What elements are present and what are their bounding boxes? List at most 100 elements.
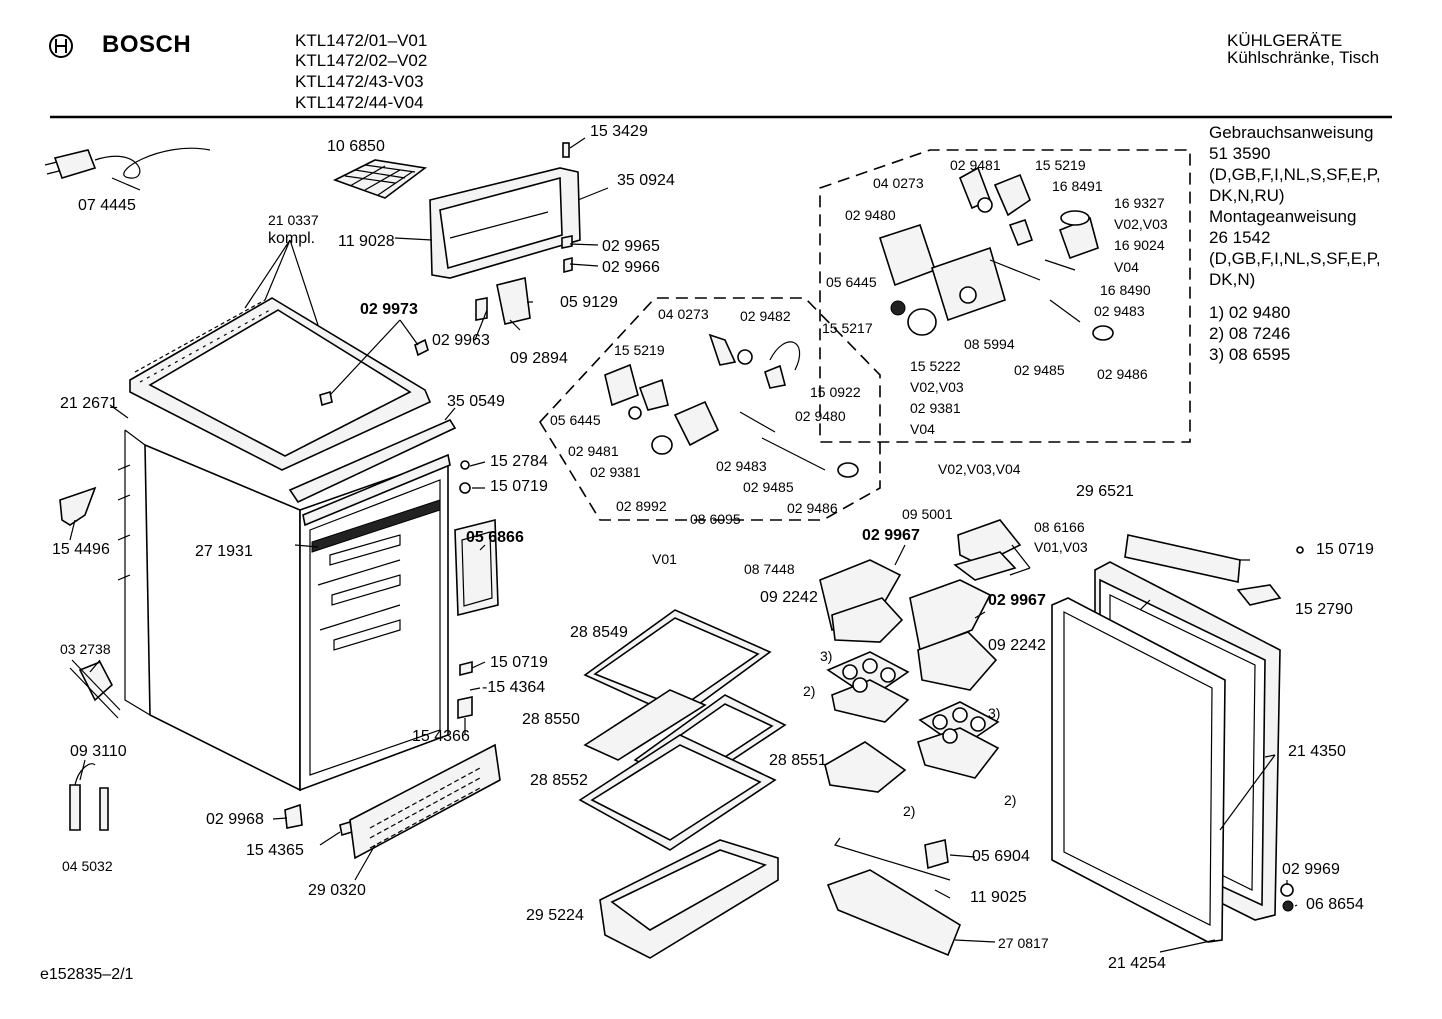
part-label: V01,V03 bbox=[1034, 539, 1088, 555]
v02-v04-group-border bbox=[819, 149, 1191, 443]
note-line: DK,N,RU) bbox=[1209, 186, 1285, 205]
part-label: 02 9483 bbox=[716, 458, 767, 474]
part-label: 21 2671 bbox=[60, 395, 118, 412]
part-label: 29 6521 bbox=[1076, 483, 1134, 500]
small-parts bbox=[59, 338, 499, 837]
part-label: V02,V03 bbox=[910, 379, 964, 395]
part-label: 15 0922 bbox=[810, 384, 861, 400]
note-line: (D,GB,F,I,NL,S,SF,E,P, bbox=[1209, 249, 1381, 268]
part-label: 05 6904 bbox=[972, 848, 1030, 865]
part-label: 02 9482 bbox=[740, 308, 791, 324]
part-label: 28 8551 bbox=[769, 752, 827, 769]
group-label-v01: V01 bbox=[652, 551, 677, 567]
part-label: 02 9485 bbox=[1014, 362, 1065, 378]
part-label: 28 8549 bbox=[570, 624, 628, 641]
part-label: 04 0273 bbox=[658, 306, 709, 322]
part-label: 11 9025 bbox=[970, 889, 1027, 906]
v01-group-border bbox=[539, 297, 881, 521]
part-label: 15 3429 bbox=[590, 123, 648, 140]
part-label: 15 2790 bbox=[1295, 601, 1353, 618]
part-label: 08 5994 bbox=[964, 336, 1015, 352]
part-label: 16 8490 bbox=[1100, 282, 1151, 298]
part-label: 07 4445 bbox=[78, 197, 136, 214]
note-line: Montageanweisung bbox=[1209, 207, 1357, 226]
control-assembly-v01 bbox=[604, 333, 859, 478]
part-label: 16 9327 bbox=[1114, 195, 1165, 211]
part-label: 02 9480 bbox=[845, 207, 896, 223]
part-label: 15 4496 bbox=[52, 541, 110, 558]
part-label: 02 9381 bbox=[910, 400, 961, 416]
part-label: 04 0273 bbox=[873, 175, 924, 191]
part-label: 05 9129 bbox=[560, 294, 618, 311]
part-label: 08 6095 bbox=[690, 511, 741, 527]
part-label: 08 7448 bbox=[744, 561, 795, 577]
drawing-code: e152835–2/1 bbox=[40, 966, 134, 983]
footnote-2: 2) 08 7246 bbox=[1209, 324, 1291, 343]
freezer-door-part bbox=[429, 142, 581, 325]
model-line-1: KTL1472/01–V01 bbox=[295, 31, 428, 50]
part-label: 02 9967 bbox=[862, 527, 920, 544]
part-label: 02 9381 bbox=[590, 464, 641, 480]
model-line-2: KTL1472/02–V02 bbox=[295, 51, 428, 70]
part-label: 15 5219 bbox=[614, 342, 665, 358]
part-label: 27 1931 bbox=[195, 543, 253, 560]
part-label: 15 2784 bbox=[490, 453, 548, 470]
part-label: 09 2242 bbox=[760, 589, 818, 606]
cabinet-body-part bbox=[117, 429, 449, 792]
refrigerator-door-part bbox=[1051, 534, 1304, 943]
footnote-marker: 3) bbox=[988, 705, 1001, 721]
door-bins-part bbox=[819, 519, 1022, 957]
part-label: 16 9024 bbox=[1114, 237, 1165, 253]
footnote-1: 1) 02 9480 bbox=[1209, 303, 1291, 322]
part-label: 09 3110 bbox=[70, 743, 127, 760]
part-label: V04 bbox=[910, 421, 935, 437]
part-label: 03 2738 bbox=[60, 641, 111, 657]
note-line: (D,GB,F,I,NL,S,SF,E,P, bbox=[1209, 165, 1381, 184]
part-label: 05 6445 bbox=[826, 274, 877, 290]
part-label: 02 9973 bbox=[360, 301, 418, 318]
documentation-notes: Gebrauchsanweisung 51 3590 (D,GB,F,I,NL,… bbox=[1209, 122, 1381, 365]
part-label: 10 6850 bbox=[327, 138, 385, 155]
part-label: 09 5001 bbox=[902, 506, 953, 522]
part-label: 02 9481 bbox=[950, 157, 1001, 173]
part-label: -15 4364 bbox=[482, 679, 546, 696]
part-label: 28 8550 bbox=[522, 711, 580, 728]
part-label: V04 bbox=[1114, 259, 1139, 275]
part-label: 02 9963 bbox=[432, 332, 490, 349]
part-label: 09 2242 bbox=[988, 637, 1046, 654]
part-label: 02 9485 bbox=[743, 479, 794, 495]
part-label: 08 6166 bbox=[1034, 519, 1085, 535]
part-label: 27 0817 bbox=[998, 935, 1049, 951]
part-label: 15 0719 bbox=[490, 478, 548, 495]
bosch-logo-icon bbox=[48, 33, 74, 64]
control-assembly-v02 bbox=[878, 166, 1114, 341]
group-label-v02-v04: V02,V03,V04 bbox=[938, 461, 1021, 477]
part-label: 04 5032 bbox=[62, 858, 113, 874]
model-line-4: KTL1472/44-V04 bbox=[295, 93, 424, 112]
brand-name: BOSCH bbox=[102, 31, 192, 58]
part-label: 15 4365 bbox=[246, 842, 304, 859]
note-line: 26 1542 bbox=[1209, 228, 1271, 247]
part-label: 11 9028 bbox=[338, 233, 395, 250]
part-label: 02 8992 bbox=[616, 498, 667, 514]
leader-lines bbox=[69, 137, 1298, 953]
note-line: Gebrauchsanweisung bbox=[1209, 123, 1374, 142]
part-label: 29 5224 bbox=[526, 907, 584, 924]
part-label: 15 0719 bbox=[1316, 541, 1374, 558]
footnote-marker: 3) bbox=[820, 648, 833, 664]
category-title: KÜHLGERÄTE bbox=[1227, 31, 1343, 50]
part-label: 02 9486 bbox=[787, 500, 838, 516]
part-label: 02 9969 bbox=[1282, 861, 1340, 878]
power-cord-part bbox=[44, 147, 211, 179]
note-line: 51 3590 bbox=[1209, 144, 1271, 163]
footnote-3: 3) 08 6595 bbox=[1209, 345, 1291, 364]
footnote-marker: 2) bbox=[903, 803, 916, 819]
part-label: 05 6866 bbox=[466, 529, 524, 546]
part-label: 35 0924 bbox=[617, 172, 675, 189]
kick-plate-part bbox=[349, 743, 501, 860]
part-label: 02 9967 bbox=[988, 592, 1046, 609]
ice-tray-part bbox=[332, 159, 427, 199]
part-label: 28 8552 bbox=[530, 772, 588, 789]
part-label: 21 0337 bbox=[268, 212, 319, 228]
